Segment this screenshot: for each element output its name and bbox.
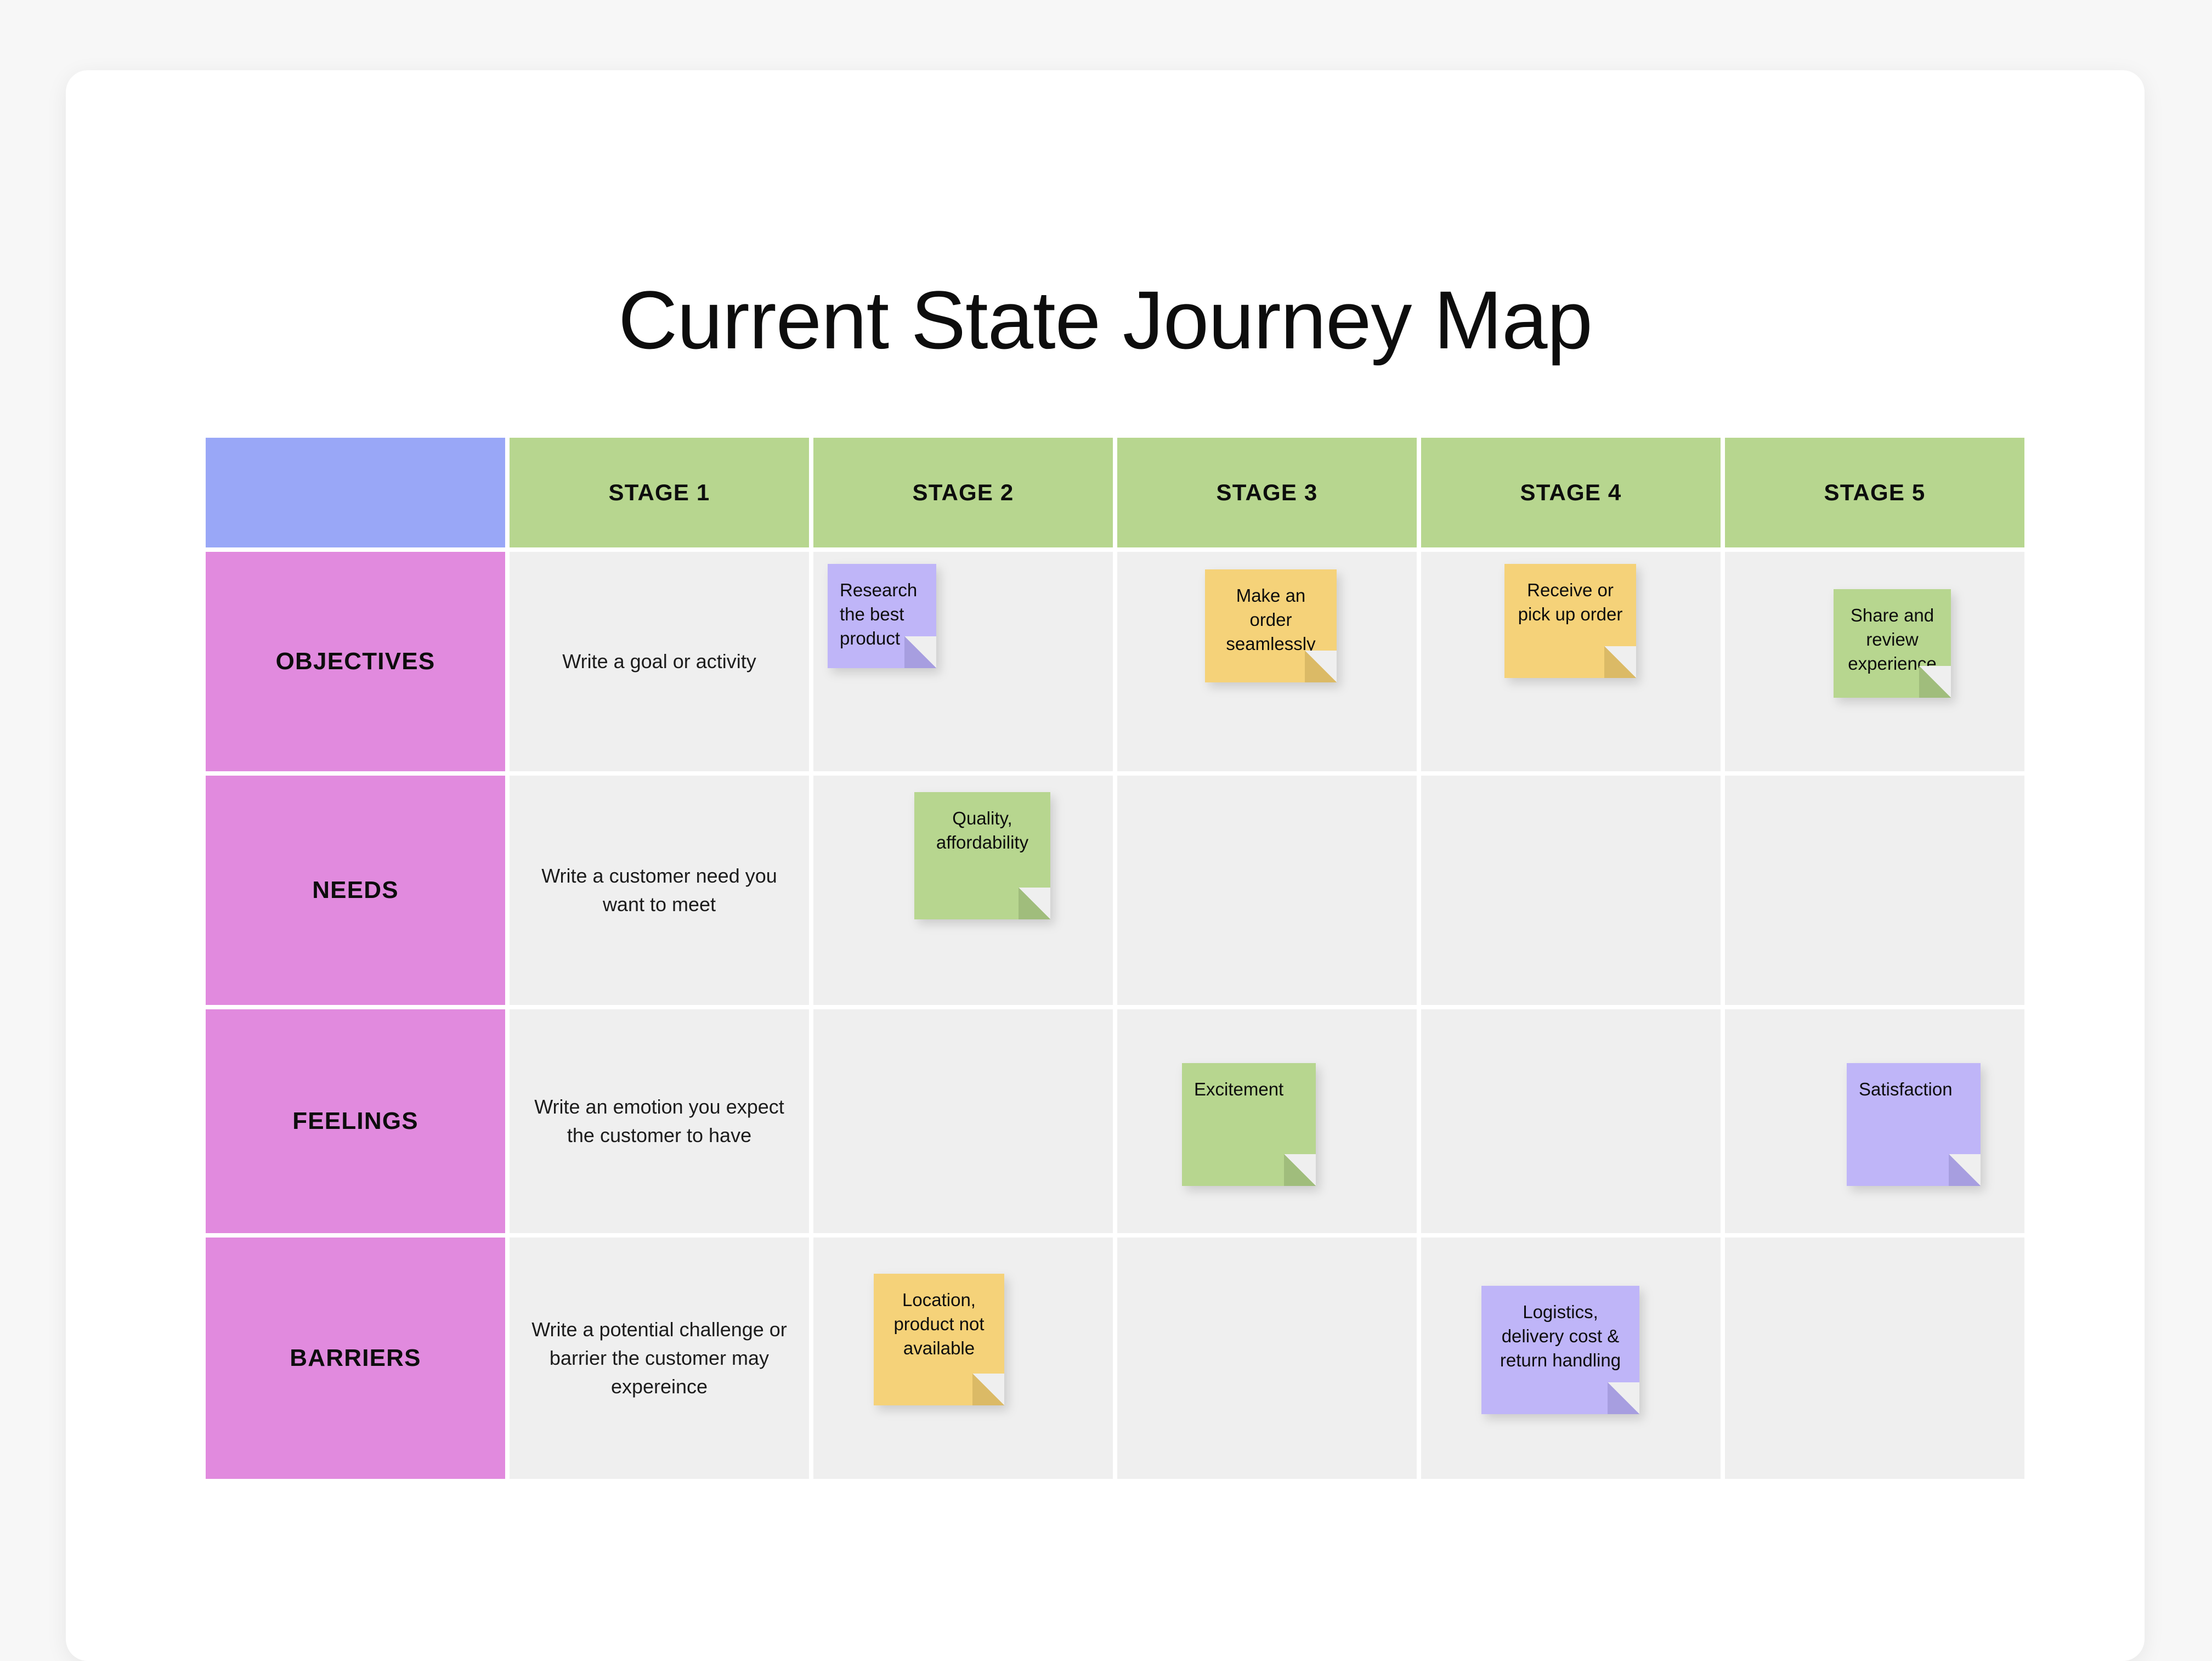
- row-header-feelings[interactable]: FEELINGS: [206, 1009, 505, 1233]
- sticky-note-text: Location, product not available: [893, 1290, 985, 1358]
- stage-header-label: STAGE 1: [608, 479, 710, 505]
- row-header-needs[interactable]: NEEDS: [206, 776, 505, 1005]
- cell-feelings-stage5[interactable]: Satisfaction: [1725, 1009, 2024, 1233]
- sticky-note-text: Quality, affordability: [936, 808, 1029, 852]
- sticky-note-text: Receive or pick up order: [1518, 580, 1623, 624]
- sticky-note[interactable]: Satisfaction: [1847, 1063, 1981, 1186]
- note-fold-icon: [1604, 646, 1636, 678]
- sticky-note[interactable]: Share and review experience: [1834, 589, 1951, 698]
- row-header-label: NEEDS: [312, 877, 399, 903]
- sticky-note[interactable]: Make an order seamlessly: [1205, 569, 1337, 682]
- note-fold-icon: [972, 1374, 1004, 1405]
- sticky-note[interactable]: Receive or pick up order: [1504, 564, 1636, 678]
- stage-header-label: STAGE 2: [912, 479, 1014, 505]
- cell-barriers-stage1[interactable]: Write a potential challenge or barrier t…: [510, 1238, 809, 1479]
- stage-header-4[interactable]: STAGE 4: [1421, 438, 1721, 547]
- sticky-note[interactable]: Logistics, delivery cost & return handli…: [1481, 1286, 1639, 1414]
- row-header-barriers[interactable]: BARRIERS: [206, 1238, 505, 1479]
- cell-objectives-stage1[interactable]: Write a goal or activity: [510, 552, 809, 771]
- sticky-note-text: Logistics, delivery cost & return handli…: [1500, 1302, 1621, 1370]
- journey-map-grid: STAGE 1 STAGE 2 STAGE 3 STAGE 4 STAGE 5 …: [206, 438, 2024, 1479]
- cell-objectives-stage5[interactable]: Share and review experience: [1725, 552, 2024, 771]
- cell-feelings-stage1[interactable]: Write an emotion you expect the customer…: [510, 1009, 809, 1233]
- note-fold-icon: [1284, 1154, 1316, 1186]
- note-fold-icon: [1305, 651, 1337, 682]
- note-fold-icon: [1919, 666, 1951, 698]
- stage-header-label: STAGE 3: [1216, 479, 1318, 505]
- cell-objectives-stage3[interactable]: Make an order seamlessly: [1117, 552, 1417, 771]
- hint-text: Write a customer need you want to meet: [541, 864, 777, 916]
- stage-header-label: STAGE 5: [1824, 479, 1926, 505]
- cell-feelings-stage2[interactable]: [813, 1009, 1113, 1233]
- cell-barriers-stage2[interactable]: Location, product not available: [813, 1238, 1113, 1479]
- cell-needs-stage3[interactable]: [1117, 776, 1417, 1005]
- sticky-note[interactable]: Location, product not available: [874, 1274, 1004, 1405]
- hint-text: Write a goal or activity: [562, 649, 756, 673]
- cell-needs-stage5[interactable]: [1725, 776, 2024, 1005]
- row-header-objectives[interactable]: OBJECTIVES: [206, 552, 505, 771]
- cell-needs-stage2[interactable]: Quality, affordability: [813, 776, 1113, 1005]
- sticky-note[interactable]: Excitement: [1182, 1063, 1316, 1186]
- note-fold-icon: [1608, 1382, 1639, 1414]
- stage-header-2[interactable]: STAGE 2: [813, 438, 1113, 547]
- page-title: Current State Journey Map: [618, 274, 1593, 366]
- journey-map-card: Current State Journey Map STAGE 1 STAGE …: [66, 70, 2145, 1661]
- stage-header-5[interactable]: STAGE 5: [1725, 438, 2024, 547]
- sticky-note-text: Satisfaction: [1859, 1079, 1953, 1099]
- note-fold-icon: [1019, 888, 1050, 919]
- cell-barriers-stage5[interactable]: [1725, 1238, 2024, 1479]
- hint-text: Write an emotion you expect the customer…: [534, 1095, 784, 1146]
- sticky-note-text: Share and review experience: [1848, 605, 1937, 674]
- note-fold-icon: [904, 636, 936, 668]
- stage-header-label: STAGE 4: [1520, 479, 1622, 505]
- row-header-label: BARRIERS: [290, 1344, 421, 1371]
- cell-objectives-stage2[interactable]: Research the best product: [813, 552, 1113, 771]
- cell-barriers-stage3[interactable]: [1117, 1238, 1417, 1479]
- sticky-note-text: Research the best product: [840, 580, 918, 648]
- note-fold-icon: [1949, 1154, 1981, 1186]
- grid-corner-cell: [206, 438, 505, 547]
- sticky-note[interactable]: Research the best product: [828, 564, 936, 668]
- stage-header-1[interactable]: STAGE 1: [510, 438, 809, 547]
- sticky-note-text: Excitement: [1194, 1079, 1284, 1099]
- hint-text: Write a potential challenge or barrier t…: [531, 1318, 787, 1398]
- cell-objectives-stage4[interactable]: Receive or pick up order: [1421, 552, 1721, 771]
- cell-needs-stage1[interactable]: Write a customer need you want to meet: [510, 776, 809, 1005]
- sticky-note[interactable]: Quality, affordability: [914, 792, 1050, 919]
- cell-barriers-stage4[interactable]: Logistics, delivery cost & return handli…: [1421, 1238, 1721, 1479]
- cell-feelings-stage3[interactable]: Excitement: [1117, 1009, 1417, 1233]
- stage-header-3[interactable]: STAGE 3: [1117, 438, 1417, 547]
- cell-needs-stage4[interactable]: [1421, 776, 1721, 1005]
- row-header-label: OBJECTIVES: [275, 648, 435, 675]
- cell-feelings-stage4[interactable]: [1421, 1009, 1721, 1233]
- row-header-label: FEELINGS: [292, 1108, 418, 1134]
- sticky-note-text: Make an order seamlessly: [1226, 585, 1316, 654]
